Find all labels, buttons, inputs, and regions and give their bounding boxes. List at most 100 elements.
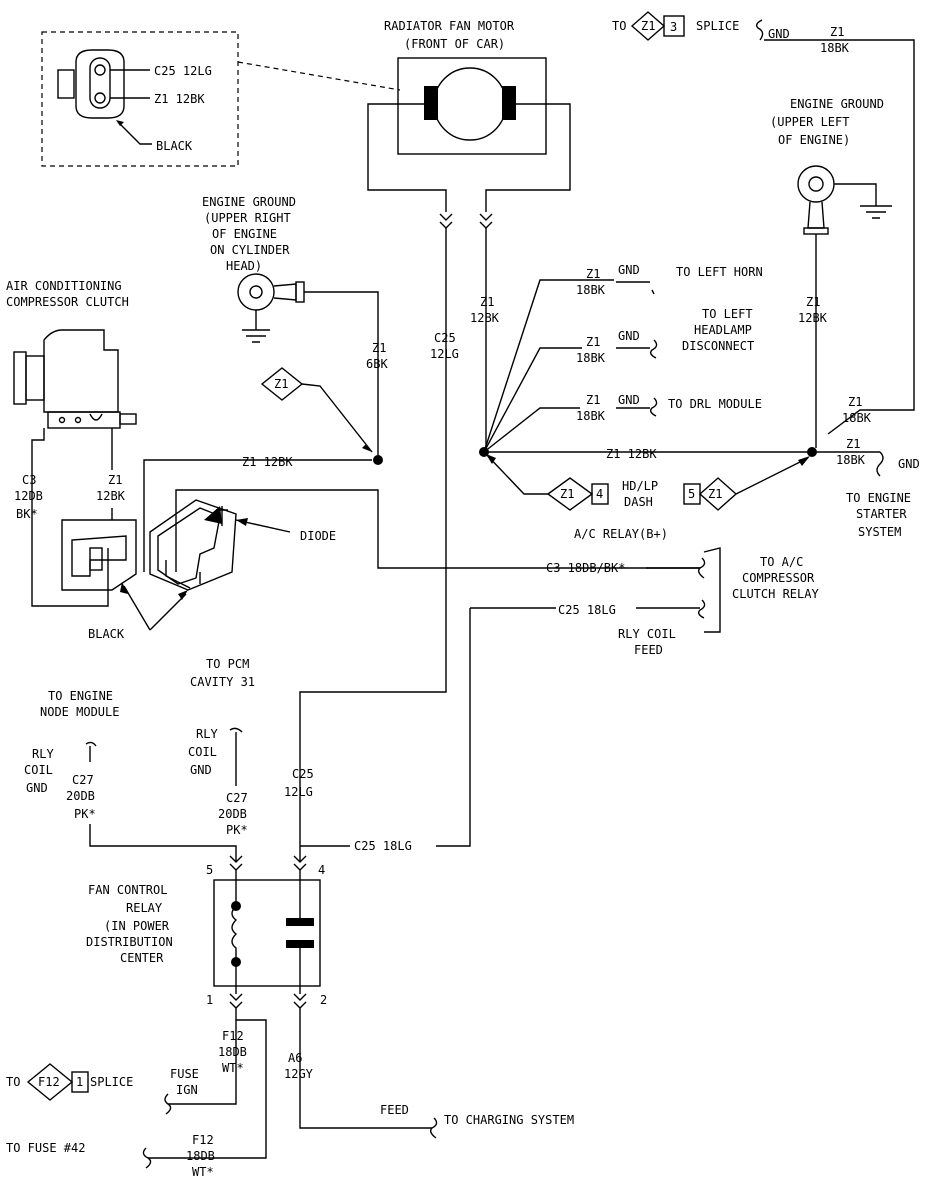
diode-label: DIODE — [300, 529, 336, 543]
rly-coil-gnd-mid: RLY COIL GND C27 20DB PK* — [188, 727, 248, 837]
z1-12bk-v1: Z1 — [480, 295, 494, 309]
diamond-right-num: 5 — [688, 487, 695, 501]
c25-18lg-label: C25 18LG — [558, 603, 616, 617]
rly-mid-line1: RLY — [196, 727, 218, 741]
c25-wire-main — [299, 228, 447, 862]
splice-bottom-diamond: F12 — [38, 1075, 60, 1089]
ac-to2: COMPRESSOR — [742, 571, 815, 585]
rly-left-line1: RLY — [32, 747, 54, 761]
z1-18bk-r1: Z1 — [848, 395, 862, 409]
eg-left-wire1: Z1 — [806, 295, 820, 309]
relay-line2: RELAY — [126, 901, 163, 915]
drl-gnd: GND — [618, 393, 640, 407]
ac-title2: COMPRESSOR CLUTCH — [6, 295, 129, 309]
head-to3: DISCONNECT — [682, 339, 754, 353]
node-line2: NODE MODULE — [40, 705, 119, 719]
eg-right-line1: ENGINE GROUND — [202, 195, 296, 209]
relay-pin4: 4 — [318, 863, 325, 877]
drl-18bk: 18BK — [576, 409, 606, 423]
rly-coil-feed1: RLY COIL — [618, 627, 676, 641]
rly-coil-feed2: FEED — [634, 643, 663, 657]
relay-pin5: 5 — [206, 863, 213, 877]
fuse42-w1: F12 — [192, 1133, 214, 1147]
lower-wiring: F12 18DB WT* A6 12GY FEED TO CHARGING SY… — [148, 1008, 574, 1159]
hdlp-line2: DASH — [624, 495, 653, 509]
horn-18bk: 18BK — [576, 283, 606, 297]
a6-w2: 12GY — [284, 1067, 314, 1081]
splice-bottom-num: 1 — [76, 1075, 83, 1089]
ac-to3: CLUTCH RELAY — [732, 587, 819, 601]
drl-to: TO DRL MODULE — [668, 397, 762, 411]
rly-mid-w2: 20DB — [218, 807, 247, 821]
ground-splice-star: Z1 12BK Z1 18BK GND TO LEFT HORN Z1 18BK… — [479, 263, 920, 539]
connector-z1-label: Z1 12BK — [154, 92, 205, 106]
head-to2: HEADLAMP — [694, 323, 752, 337]
rly-mid-c27: C27 — [226, 791, 248, 805]
relay-line1: FAN CONTROL — [88, 883, 167, 897]
head-to1: TO LEFT — [702, 307, 753, 321]
z1-18bk-r2: 18BK — [842, 411, 872, 425]
ac-title1: AIR CONDITIONING — [6, 279, 122, 293]
splice-bottom: TO F12 1 SPLICE FUSE IGN — [6, 1063, 199, 1115]
fan-control-relay: 5 4 FAN CONTROL RELAY (IN POWER DISTRIBU… — [86, 855, 327, 1009]
head-18bk: 18BK — [576, 351, 606, 365]
rly-left-line3: GND — [26, 781, 48, 795]
rly-mid-line3: GND — [190, 763, 212, 777]
connector-leader — [237, 61, 401, 91]
relay-pin1: 1 — [206, 993, 213, 1007]
c25-lower1: C25 — [292, 767, 314, 781]
z1-12bk-v2: 12BK — [470, 311, 500, 325]
rly-left-w3: PK* — [74, 807, 96, 821]
eg-left-line2: (UPPER LEFT — [770, 115, 849, 129]
radiator-fan-motor: RADIATOR FAN MOTOR (FRONT OF CAR) — [367, 19, 571, 229]
z1-6bk-label1: Z1 — [372, 341, 386, 355]
relay-line5: CENTER — [120, 951, 164, 965]
ac-relay-b-plus: A/C RELAY(B+) — [574, 527, 668, 541]
z1-diamond-left: Z1 — [260, 367, 383, 465]
black-label: BLACK — [88, 627, 125, 641]
starter-line2: STARTER — [856, 507, 907, 521]
connector-inset: C25 12LG Z1 12BK BLACK — [41, 31, 239, 167]
hdlp-line1: HD/LP — [622, 479, 658, 493]
relay-pin2: 2 — [320, 993, 327, 1007]
connector-c25-label: C25 12LG — [154, 64, 212, 78]
splice-top-wire1: Z1 — [830, 25, 844, 39]
f12-w1: F12 — [222, 1029, 244, 1043]
c25-lower-h: C25 18LG — [354, 839, 412, 853]
splice-bottom-to: TO — [6, 1075, 20, 1089]
diamond-right-z1: Z1 — [708, 487, 722, 501]
z1-18bk-s2: 18BK — [836, 453, 866, 467]
starter-line3: SYSTEM — [858, 525, 901, 539]
eg-left-line1: ENGINE GROUND — [790, 97, 884, 111]
diamond-left-z1: Z1 — [560, 487, 574, 501]
f12-w2: 18DB — [218, 1045, 247, 1059]
ac-compressor-clutch: AIR CONDITIONING COMPRESSOR CLUTCH C3 12… — [6, 279, 137, 607]
a6-feed: FEED — [380, 1103, 409, 1117]
splice-bottom-label: SPLICE — [90, 1075, 133, 1089]
rly-left-w2: 20DB — [66, 789, 95, 803]
z1-clutch-label2: 12BK — [96, 489, 126, 503]
starter-gnd: GND — [898, 457, 920, 471]
eg-right-line5: HEAD) — [226, 259, 262, 273]
c3-label1: C3 — [22, 473, 36, 487]
eg-left-wire2: 12BK — [798, 311, 828, 325]
splice-top: TO Z1 3 SPLICE GND Z1 18BK — [612, 11, 915, 435]
horn-to: TO LEFT HORN — [676, 265, 763, 279]
engine-ground-upper-left: ENGINE GROUND (UPPER LEFT OF ENGINE) Z1 … — [770, 97, 892, 448]
rly-mid-w3: PK* — [226, 823, 248, 837]
fuse-ign2: IGN — [176, 1083, 198, 1097]
eg-right-line2: (UPPER RIGHT — [204, 211, 291, 225]
a6-to: TO CHARGING SYSTEM — [444, 1113, 574, 1127]
rly-coil-gnd-left: RLY COIL GND C27 20DB PK* — [24, 741, 237, 862]
connector-color-label: BLACK — [156, 139, 193, 153]
z1-18bk-s1: Z1 — [846, 437, 860, 451]
horn-z1: Z1 — [586, 267, 600, 281]
motor-title: RADIATOR FAN MOTOR — [384, 19, 515, 33]
z1-12bk-mid: Z1 12BK — [606, 447, 657, 461]
horn-gnd: GND — [618, 263, 640, 277]
c3-18db-label: C3 18DB/BK* — [546, 561, 625, 575]
ac-relay-connections: A/C RELAY(B+) C3 18DB/BK* C25 18LG TO A/… — [436, 527, 819, 847]
a6-w1: A6 — [288, 1051, 302, 1065]
relay-line4: DISTRIBUTION — [86, 935, 173, 949]
